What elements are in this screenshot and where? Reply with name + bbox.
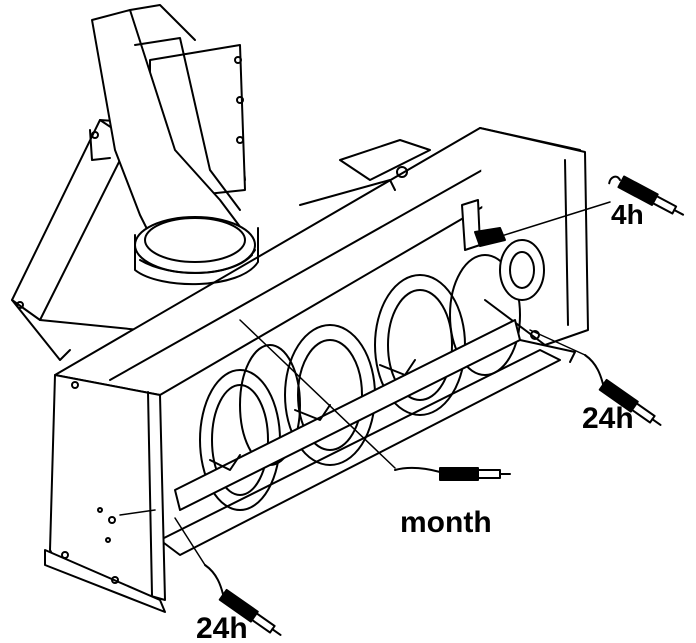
discharge-chute bbox=[91, 4, 259, 286]
grease-gun-icon bbox=[204, 564, 282, 636]
grease-gun-icon bbox=[394, 466, 511, 481]
grease-gun-icon bbox=[584, 354, 662, 426]
interval-label-24h-right: 24h bbox=[582, 402, 634, 435]
auger-shaft bbox=[174, 319, 521, 511]
auger-housing bbox=[44, 127, 589, 613]
pointer-lines bbox=[119, 201, 611, 566]
interval-label-month: month bbox=[400, 506, 492, 539]
grease-gun-icon bbox=[608, 175, 685, 216]
drive-plate bbox=[299, 139, 431, 206]
gearbox bbox=[461, 199, 545, 340]
interval-label-24h-bottom: 24h bbox=[196, 612, 248, 643]
interval-label-4h: 4h bbox=[611, 199, 644, 230]
